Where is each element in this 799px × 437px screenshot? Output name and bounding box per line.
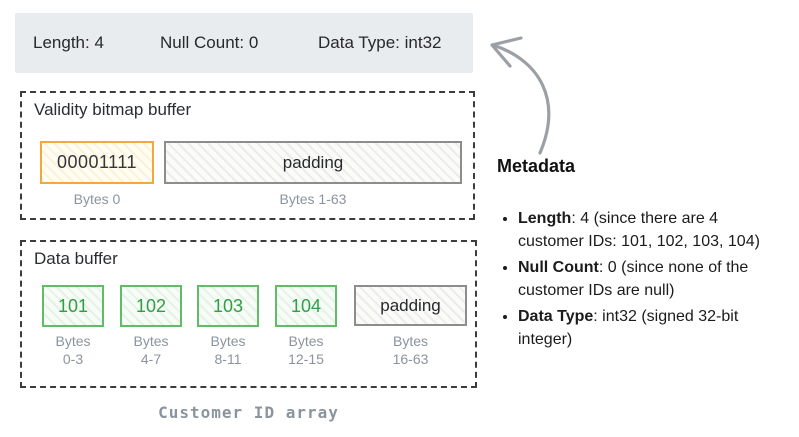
metadata-length: Length: 4: [33, 33, 104, 52]
diagram-caption: Customer ID array: [158, 403, 339, 422]
bitmap-cell: 00001111: [40, 141, 154, 184]
bullet-length: Length: 4 (since there are 4 customer ID…: [518, 207, 781, 253]
data-cell: 103: [197, 285, 259, 327]
bullet-null-count: Null Count: 0 (since none of the custome…: [518, 256, 781, 302]
data-buffer-title: Data buffer: [34, 249, 118, 268]
validity-padding-cell: padding: [164, 141, 462, 184]
annotation-list: Length: 4 (since there are 4 customer ID…: [499, 207, 781, 354]
bullet-data-type: Data Type: int32 (signed 32-bit integer): [518, 305, 781, 351]
validity-buffer-title: Validity bitmap buffer: [34, 100, 192, 119]
annotation-heading: Metadata: [497, 156, 576, 176]
metadata-bar: Length: 4 Null Count: 0 Data Type: int32: [15, 13, 473, 73]
metadata-data-type: Data Type: int32: [318, 33, 442, 52]
validity-padding-bytes-label: Bytes 1-63: [279, 191, 347, 207]
metadata-null-count: Null Count: 0: [160, 33, 259, 52]
validity-bitmap-buffer: Validity bitmap buffer 00001111 padding …: [20, 91, 475, 220]
bitmap-bytes-label: Bytes 0: [73, 191, 121, 207]
curved-arrow-icon: [490, 36, 551, 155]
data-cell: 101: [42, 285, 104, 327]
data-buffer: Data buffer 101 102 103 104 padding Byte…: [20, 240, 477, 388]
data-padding-cell: padding: [354, 285, 467, 326]
data-cell: 104: [275, 285, 337, 327]
data-cell: 102: [120, 285, 182, 327]
